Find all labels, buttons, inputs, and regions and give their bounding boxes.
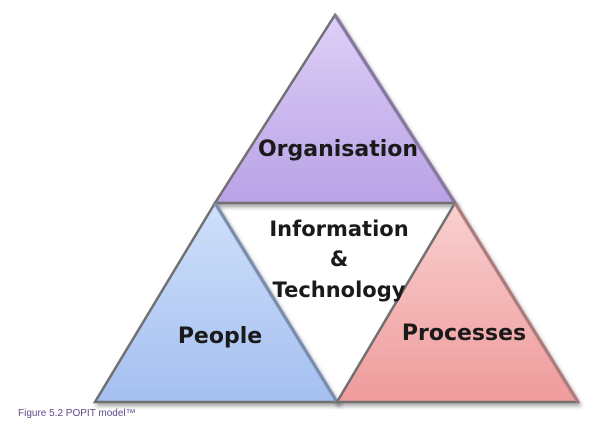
figure-caption: Figure 5.2 POPIT model™ bbox=[18, 408, 136, 419]
organisation-triangle bbox=[212, 12, 458, 205]
center-label-line1: Information bbox=[269, 217, 408, 241]
people-label: People bbox=[178, 324, 262, 349]
popit-diagram: Organisation People Processes Informatio… bbox=[92, 12, 581, 404]
center-label-line2: & bbox=[330, 247, 348, 271]
center-label-line3: Technology bbox=[273, 278, 406, 302]
organisation-label: Organisation bbox=[258, 137, 418, 162]
processes-label: Processes bbox=[402, 321, 526, 346]
